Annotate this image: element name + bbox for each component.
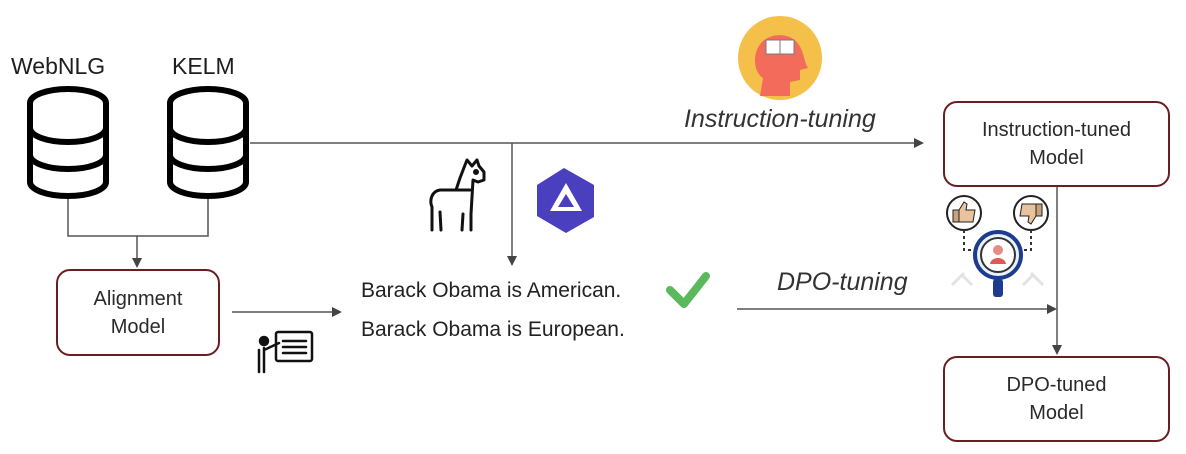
kelm-to-alignment-line: [132, 197, 209, 268]
teacher-icon: [257, 330, 314, 374]
database-icon: [27, 86, 109, 199]
dpo-tuning-label: DPO-tuning: [777, 268, 908, 296]
dataset-label-webnlg: WebNLG: [11, 53, 106, 79]
qwen-logo-icon: [537, 168, 594, 233]
dpo-tuned-model-line1: DPO-tuned: [1006, 374, 1107, 396]
webnlg-to-alignment-line: [67, 197, 137, 237]
alignment-model-line2: Model: [110, 315, 166, 338]
instruction-tuned-model-line1: Instruction-tuned: [982, 119, 1131, 141]
thumbs-up-icon: [946, 195, 982, 231]
checkmark-icon: [666, 272, 710, 308]
brain-head-icon: [738, 16, 822, 100]
instruction-tuned-model-box: Instruction-tuned Model: [943, 101, 1170, 187]
human-evaluator-icon: [950, 230, 1045, 297]
positive-sentence: Barack Obama is American.: [361, 279, 622, 302]
connectors: [67, 138, 1062, 355]
dpo-tuned-model-line2: Model: [1029, 402, 1084, 424]
negative-sentence: Barack Obama is European.: [361, 318, 625, 341]
alignment-model-box: Alignment Model: [56, 269, 220, 356]
alignment-model-line1: Alignment: [93, 287, 183, 310]
instruction-tuning-label: Instruction-tuning: [684, 105, 876, 133]
llama-icon: [429, 158, 486, 232]
database-icon: [167, 86, 249, 199]
dataset-label-kelm: KELM: [172, 53, 235, 79]
instruction-tuned-model-line2: Model: [1029, 147, 1084, 169]
thumbs-down-icon: [1013, 195, 1049, 231]
dpo-tuned-model-box: DPO-tuned Model: [943, 356, 1170, 442]
